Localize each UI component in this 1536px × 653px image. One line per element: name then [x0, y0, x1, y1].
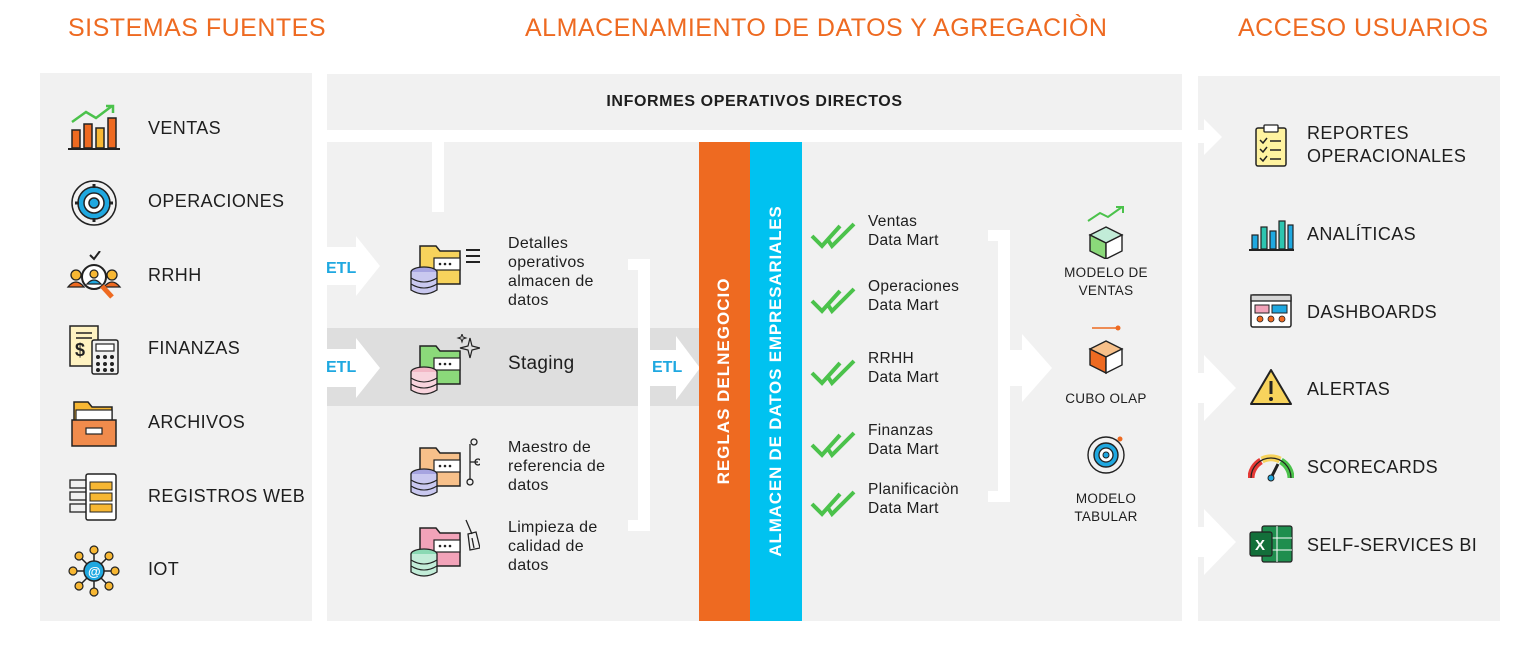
gauge-icon [1248, 454, 1294, 482]
business-rules-label: REGLAS DELNEGOCIO [714, 277, 733, 485]
svg-text:@: @ [88, 564, 101, 579]
double-check-icon [810, 287, 856, 315]
double-check-icon [810, 359, 856, 387]
staging-band [327, 328, 700, 406]
header-storage: ALMACENAMIENTO DE DATOS Y AGREGACIÒN [525, 14, 1108, 42]
access-alertas: ALERTAS [1198, 358, 1498, 418]
double-check-icon [810, 222, 856, 250]
clipboard-checklist-icon [1255, 124, 1287, 167]
access-panel [1198, 76, 1500, 621]
folder-database-sparkle-icon [410, 334, 480, 395]
hr-search-icon [66, 251, 122, 299]
access-label: SCORECARDS [1307, 457, 1439, 477]
gear-model-icon [1087, 436, 1125, 474]
storage-item-label: Maestro de referencia de datos [508, 439, 606, 494]
svg-text:X: X [1255, 537, 1265, 554]
source-operaciones: OPERACIONES [40, 173, 312, 233]
double-check-icon [810, 490, 856, 518]
etl-label-1: ETL [326, 260, 357, 277]
source-registros-web: REGISTROS WEB [40, 468, 312, 528]
enterprise-warehouse-bar [750, 142, 802, 621]
alert-triangle-icon [1250, 369, 1292, 405]
folder-database-tree-icon [410, 438, 480, 497]
source-label: OPERACIONES [148, 191, 285, 211]
olap-cube-icon [1088, 325, 1124, 375]
server-log-icon [69, 473, 117, 521]
access-analiticas: ANALÍTICAS [1198, 203, 1498, 263]
folder-database-broom-icon [410, 519, 480, 577]
model-olap: CUBO OLAP [1046, 325, 1166, 408]
enterprise-warehouse-label: ALMACEN DE DATOS EMPRESARIALES [766, 205, 785, 557]
iot-network-icon: @ [68, 545, 120, 597]
header-sources: SISTEMAS FUENTES [68, 14, 327, 42]
source-label: VENTAS [148, 118, 222, 138]
source-label: FINANZAS [148, 338, 241, 358]
etl-label-2: ETL [326, 359, 357, 376]
source-label: RRHH [148, 265, 202, 285]
access-label: SELF-SERVICES BI [1307, 535, 1478, 555]
source-iot: @ IOT [40, 541, 312, 601]
source-rrhh: RRHH [40, 247, 312, 307]
dashboard-window-icon [1250, 294, 1292, 328]
cube-growth-icon [1087, 206, 1124, 261]
calculator-invoice-icon: $ [69, 325, 119, 375]
gear-icon [71, 180, 117, 226]
source-ventas: VENTAS [40, 100, 312, 160]
access-dashboards: DASHBOARDS [1198, 281, 1498, 341]
double-check-icon [810, 431, 856, 459]
svg-text:$: $ [75, 340, 85, 360]
header-access: ACCESO USUARIOS [1238, 14, 1489, 42]
etl-label-3: ETL [652, 359, 683, 376]
source-archivos: ARCHIVOS [40, 394, 312, 454]
source-label: IOT [148, 559, 180, 579]
access-scorecards: SCORECARDS [1198, 436, 1498, 496]
source-label: REGISTROS WEB [148, 486, 306, 506]
bar-chart-growth-icon [68, 104, 120, 150]
access-self-service: X SELF-SERVICES BI [1198, 514, 1498, 574]
storage-item-label: Limpieza de calidad de datos [508, 519, 598, 574]
business-rules-bar [699, 142, 750, 621]
source-finanzas: $ FINANZAS [40, 320, 312, 380]
excel-icon: X [1249, 525, 1293, 563]
direct-reports-panel [327, 74, 1182, 130]
analytics-bars-icon [1249, 220, 1294, 251]
archive-box-icon [71, 401, 117, 447]
direct-reports-label: INFORMES OPERATIVOS DIRECTOS [606, 93, 903, 110]
access-label: DASHBOARDS [1307, 302, 1438, 322]
access-label: ALERTAS [1307, 379, 1391, 399]
access-label: ANALÍTICAS [1307, 224, 1417, 244]
folder-database-list-icon [410, 245, 480, 295]
source-label: ARCHIVOS [148, 412, 246, 432]
storage-item-label: Detalles operativos almacen de datos [508, 235, 594, 309]
storage-item-label: Staging [508, 353, 575, 374]
